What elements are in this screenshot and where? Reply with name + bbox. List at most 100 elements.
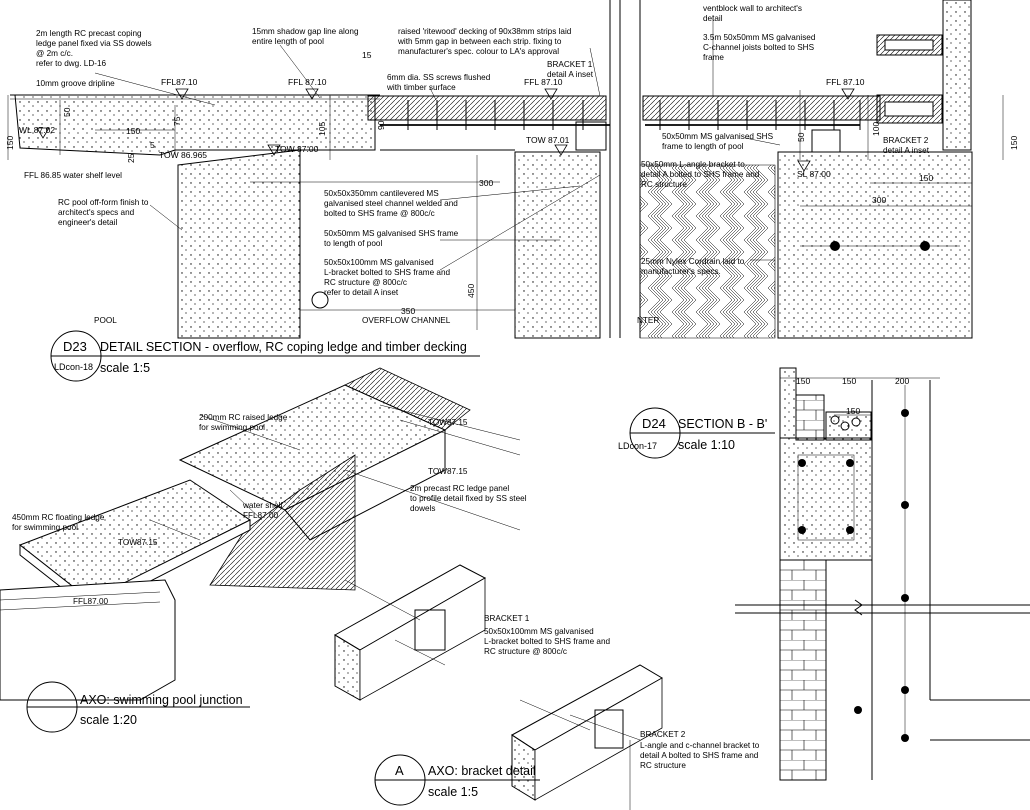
note-lbracket-4: refer to detail A inset [324, 288, 399, 297]
d24-dim-3: 200 [895, 376, 909, 386]
note-coping-1: 2m length RC precast coping [36, 29, 142, 38]
d24-dims: 150 150 200 150 [796, 376, 909, 416]
dim-75: 75 [172, 116, 182, 126]
axo-note-precast-2: to profile detail fixed by SS steel [410, 494, 527, 503]
dim-105: 105 [317, 122, 327, 136]
level-tow-1: TOW 86.965 [159, 150, 207, 160]
label-nter: NTER [637, 316, 659, 325]
note-lbracket-1: 50x50x100mm MS galvanised [324, 258, 434, 267]
note-langle-1: 50x50mm L-angle bracket to [641, 160, 745, 169]
note-bracket1: BRACKET 1 [547, 60, 593, 69]
note-ventblock-2: detail [703, 14, 723, 23]
axo-note-precast-1: 2m precast RC ledge panel [410, 484, 509, 493]
bracket2-note-3: RC structure [640, 761, 686, 770]
axo-note-precast-3: dowels [410, 504, 436, 513]
level-markers [36, 88, 855, 172]
d23-title: DETAIL SECTION - overflow, RC coping led… [100, 340, 467, 354]
label-overflow-channel: OVERFLOW CHANNEL [362, 316, 451, 325]
bracket2-note-1: L-angle and c-channel bracket to [640, 741, 760, 750]
note-screws-1: 6mm dia. SS screws flushed [387, 73, 491, 82]
bracket-detail-notes: BRACKET 1 50x50x100mm MS galvanised L-br… [484, 614, 760, 770]
d24-title: SECTION B - B' [678, 417, 767, 431]
bracket1-note-3: RC structure @ 800c/c [484, 647, 567, 656]
axo-note-tow-2: TOW87.15 [428, 467, 468, 476]
axo-pool-title-block: AXO: swimming pool junction scale 1:20 [26, 681, 250, 733]
note-screws-2: with timber surface [386, 83, 456, 92]
detail-a-tag: A [395, 763, 404, 778]
dim-300: 300 [479, 178, 493, 188]
level-wl: WL 87.02 [19, 125, 55, 135]
level-tow-2: TOW 87.00 [275, 144, 319, 154]
dim-25: 25 [126, 153, 136, 163]
note-cchannel-2: C-channel joists bolted to SHS [703, 43, 815, 52]
axo-note-raised-ledge-2: for swimming pool [199, 423, 265, 432]
label-pool: POOL [94, 316, 117, 325]
note-shs-frame-1: 50x50mm MS galvanised SHS frame [324, 229, 459, 238]
d23-scale: scale 1:5 [100, 361, 150, 375]
d23-section-drawing [7, 0, 1004, 339]
note-shs-1: 50x50mm MS galvanised SHS [662, 132, 774, 141]
bracket1-note-1: 50x50x100mm MS galvanised [484, 627, 594, 636]
note-bracket1-ref: detail A inset [547, 70, 594, 79]
level-ffl-1: FFL87.10 [161, 77, 198, 87]
note-shadow-gap-2: entire length of pool [252, 37, 324, 46]
note-decking-2: with 5mm gap in between each strip. fixi… [397, 37, 562, 46]
note-rc-pool-3: engineer's detail [58, 218, 118, 227]
dim-450: 450 [466, 284, 476, 298]
note-lbracket-3: RC structure @ 800c/c [324, 278, 407, 287]
note-shs-2: frame to length of pool [662, 142, 744, 151]
dim-50-right: 50 [796, 132, 806, 142]
dim-50: 50 [62, 107, 72, 117]
note-langle-2: detail A bolted to SHS frame and [641, 170, 760, 179]
dim-90: 90 [376, 120, 386, 130]
axo-pool-scale: scale 1:20 [80, 713, 137, 727]
d24-dim-2: 150 [842, 376, 856, 386]
note-cantilever-2: galvanised steel channel welded and [324, 199, 458, 208]
detail-a-title: AXO: bracket detail [428, 764, 536, 778]
level-sl: SL 87.00 [797, 169, 831, 179]
decking-boards-left [367, 95, 881, 121]
note-shs-frame-2: to length of pool [324, 239, 382, 248]
dim-150-left: 150 [126, 126, 140, 136]
level-ffl-3: FFL 87.10 [524, 77, 563, 87]
dim-150-bottom: 150 [919, 173, 933, 183]
note-ventblock-1: ventblock wall to architect's [703, 4, 802, 13]
note-coping-4: refer to dwg. LD-16 [36, 59, 107, 68]
dim-150-edge: 150 [5, 136, 15, 150]
axo-pool-title: AXO: swimming pool junction [80, 693, 243, 707]
d23-title-block: D23 LDcon-18 DETAIL SECTION - overflow, … [50, 330, 480, 382]
note-shadow-gap-1: 15mm shadow gap line along [252, 27, 359, 36]
note-coping-2: ledge panel fixed via SS dowels [36, 39, 152, 48]
note-rc-pool-2: architect's specs and [58, 208, 135, 217]
note-cchannel-3: frame [703, 53, 724, 62]
axo-note-ffl: FFL87.00 [73, 597, 108, 606]
note-cchannel-1: 3.5m 50x50mm MS galvanised [703, 33, 816, 42]
d23-notes: 2m length RC precast coping ledge panel … [5, 4, 1019, 325]
note-decking-3: manufacturer's spec. colour to LA's appr… [398, 47, 559, 56]
d24-dim-4: 150 [846, 406, 860, 416]
level-ffl-2: FFL 87.10 [288, 77, 327, 87]
note-decking-1: raised 'ritewood' decking of 90x38mm str… [398, 27, 572, 36]
d23-ref: LDcon-18 [54, 362, 93, 372]
note-rc-pool-1: RC pool off-form finish to [58, 198, 149, 207]
note-langle-3: RC structure [641, 180, 687, 189]
note-coping-3: @ 2m c/c. [36, 49, 73, 58]
d24-section-drawing [735, 367, 1030, 781]
bracket2-title: BRACKET 2 [640, 730, 686, 739]
dim-15: 15 [362, 50, 372, 60]
axo-note-raised-ledge-1: 200mm RC raised ledge [199, 413, 288, 422]
dim-150-right: 150 [1009, 136, 1019, 150]
d23-tag: D23 [63, 339, 87, 354]
note-cordrain-1: 25mm Nylex Cordrain laid to [641, 257, 745, 266]
level-tow-3: TOW 87.01 [526, 135, 570, 145]
dim-100: 100 [871, 122, 881, 136]
d24-ref: LDcon-17 [618, 441, 657, 451]
bracket-detail-drawing [334, 564, 663, 810]
bracket2-note-2: detail A bolted to SHS frame and [640, 751, 759, 760]
detail-a-title-block: A AXO: bracket detail scale 1:5 [374, 754, 540, 806]
dim-300-right: 300 [872, 195, 886, 205]
note-bracket2-ref: detail A inset [883, 146, 930, 155]
level-ffl-4: FFL 87.10 [826, 77, 865, 87]
axo-note-water-shelf-ffl: FFL87.00 [243, 511, 278, 520]
